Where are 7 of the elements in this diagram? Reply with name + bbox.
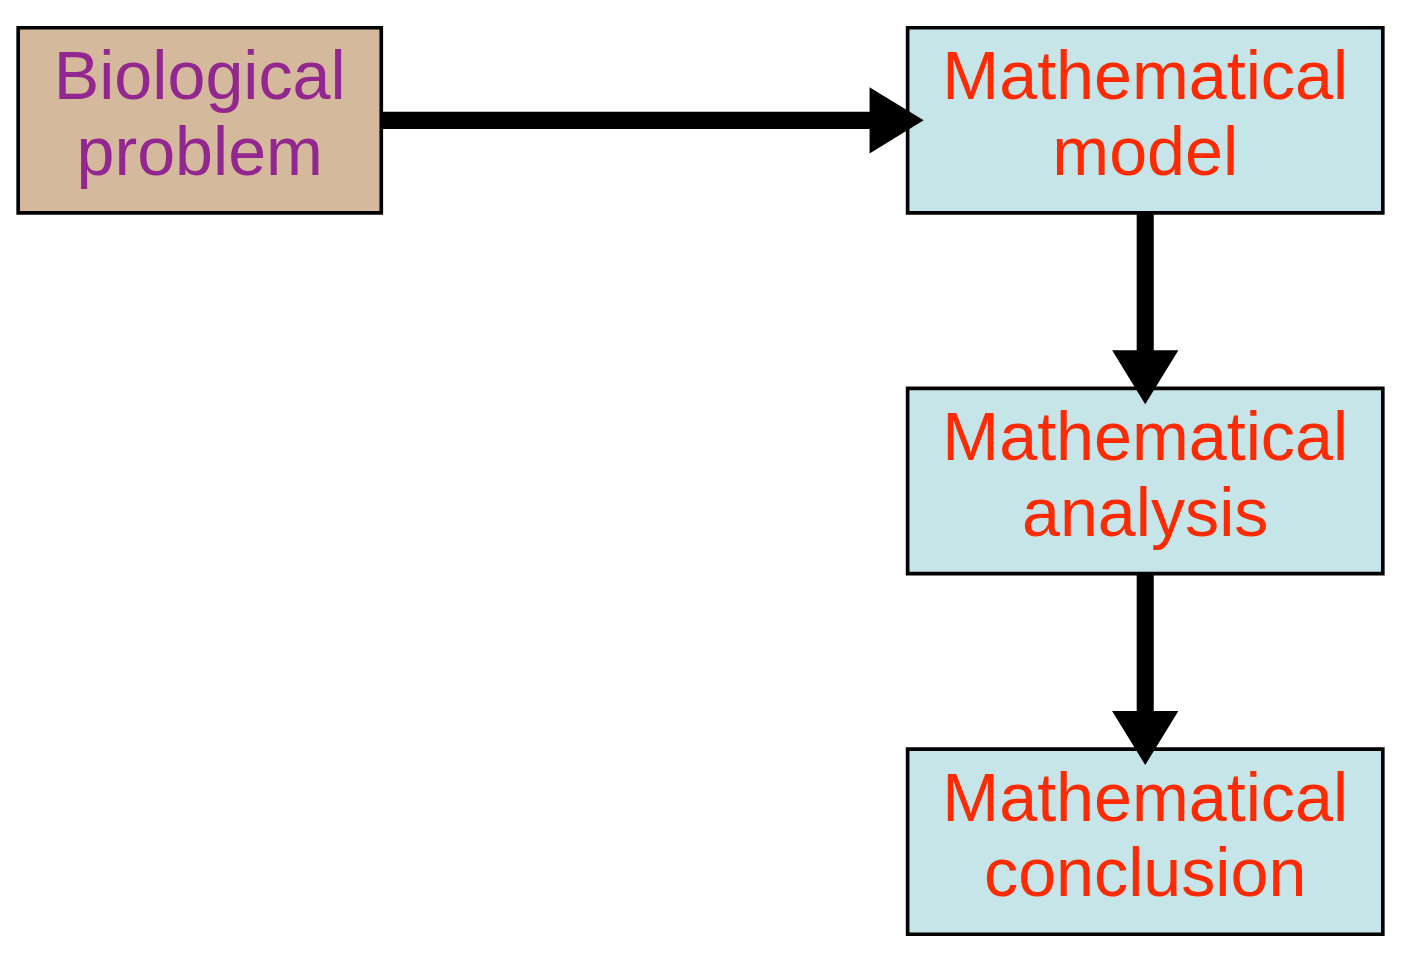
arrow [1112, 573, 1179, 765]
node-box: Mathematical conclusion [905, 746, 1385, 936]
arrow [1112, 213, 1179, 404]
node-box: Mathematical model [905, 25, 1385, 215]
node-box: Mathematical analysis [905, 386, 1385, 575]
arrow [381, 86, 924, 153]
node-box: Biological problem [16, 25, 384, 215]
